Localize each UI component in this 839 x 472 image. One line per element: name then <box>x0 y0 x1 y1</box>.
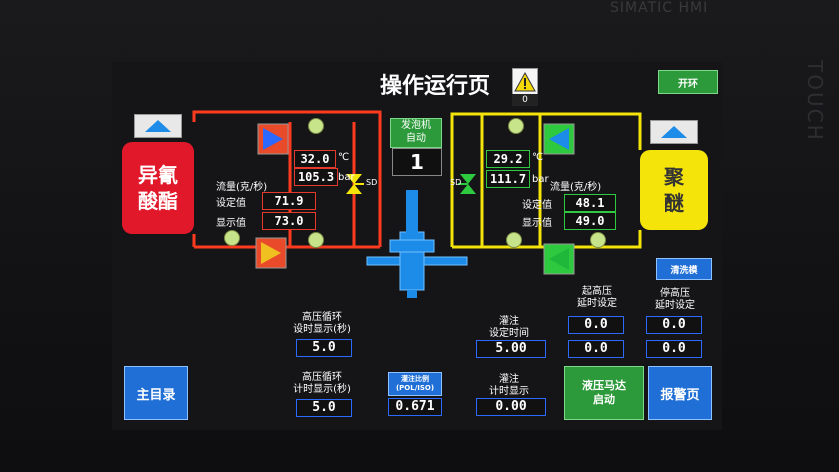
hydraulic-motor-start-button[interactable]: 液压马达 启动 <box>564 366 644 420</box>
iso-temperature-unit: ℃ <box>338 152 350 163</box>
iso-set-label: 设定值 <box>216 198 246 209</box>
iso-status-led-bottom-left <box>224 230 240 246</box>
pol-tank-up-button[interactable] <box>650 120 698 144</box>
warning-icon <box>514 71 536 92</box>
stop-hp-delay-label: 停高压 延时设定 <box>640 288 710 312</box>
start-hp-label-1: 起高压 <box>582 286 612 297</box>
pour-set-label-2: 设定时间 <box>489 328 529 339</box>
hydraulic-label-1: 液压马达 <box>582 379 626 392</box>
pour-ratio-button[interactable]: 灌注比例 (POL/ISO) <box>388 372 442 396</box>
stop-hp-label-1: 停高压 <box>660 288 690 299</box>
pol-set-value[interactable]: 48.1 <box>564 194 616 212</box>
iso-valve-tag: SD <box>366 178 378 187</box>
iso-status-led-top <box>308 118 324 134</box>
up-arrow-icon <box>145 120 171 132</box>
pol-temperature: 29.2 <box>486 150 530 168</box>
pol-display-value: 49.0 <box>564 212 616 230</box>
start-hp-delay-value-2[interactable]: 0.0 <box>568 340 624 358</box>
stop-hp-delay-value-2[interactable]: 0.0 <box>646 340 702 358</box>
iso-valve <box>346 174 364 194</box>
iso-pressure-unit: bar <box>338 172 355 183</box>
alarm-warning-button[interactable] <box>512 68 538 96</box>
pour-display-label: 灌注 计时显示 <box>474 374 544 398</box>
iso-tank-up-button[interactable] <box>134 114 182 138</box>
pol-status-led-top <box>508 118 524 134</box>
brand-label: SIMATIC HMI <box>610 0 709 16</box>
iso-pressure: 105.3 <box>294 168 338 186</box>
hp-cycle-timer-label-1: 高压循环 <box>302 372 342 383</box>
pour-display-label-1: 灌注 <box>499 374 519 385</box>
hp-cycle-timer-label-2: 计时显示(秒) <box>293 384 351 395</box>
pol-status-led-bottom-left <box>506 232 522 248</box>
page-title: 操作运行页 <box>380 74 491 99</box>
pour-ratio-value: 0.671 <box>388 398 442 416</box>
pol-pump-bottom <box>543 243 575 275</box>
touch-label: TOUCH <box>803 60 827 142</box>
pol-display-label: 显示值 <box>522 218 552 229</box>
pour-set-label-1: 灌注 <box>499 316 519 327</box>
alarm-count: 0 <box>512 94 538 106</box>
pour-set-value[interactable]: 5.00 <box>476 340 546 358</box>
mix-head <box>366 190 468 298</box>
pol-flow-title: 流量(克/秒) <box>550 182 602 193</box>
start-hp-label-2: 延时设定 <box>577 298 617 309</box>
alarm-page-button[interactable]: 报警页 <box>648 366 712 420</box>
iso-pump-top <box>257 123 289 155</box>
pour-ratio-label-1: 灌注比例 <box>401 375 429 383</box>
pour-display-value: 0.00 <box>476 398 546 416</box>
pol-valve-tag: SD <box>450 178 462 187</box>
start-hp-delay-value-1[interactable]: 0.0 <box>568 316 624 334</box>
hmi-screen: 操作运行页 0 开环 异氰酸酯 聚醚 发泡机 自动 1 32.0 ℃ 105.3… <box>112 62 722 430</box>
pour-display-label-2: 计时显示 <box>489 386 529 397</box>
hydraulic-label-2: 启动 <box>593 393 615 406</box>
hp-cycle-timer-value: 5.0 <box>296 399 352 417</box>
pol-set-label: 设定值 <box>522 200 552 211</box>
iso-set-value[interactable]: 71.9 <box>262 192 316 210</box>
start-hp-delay-label: 起高压 延时设定 <box>562 286 632 310</box>
pol-valve <box>458 174 476 194</box>
foam-machine-value: 1 <box>392 148 442 176</box>
main-menu-button[interactable]: 主目录 <box>124 366 188 420</box>
hp-cycle-set-label-2: 设时显示(秒) <box>293 324 351 335</box>
pol-status-led-bottom-right <box>590 232 606 248</box>
pol-temperature-unit: ℃ <box>532 152 544 163</box>
piping-diagram <box>192 110 642 298</box>
hp-cycle-set-label-1: 高压循环 <box>302 312 342 323</box>
iso-temperature: 32.0 <box>294 150 336 168</box>
pol-pressure-unit: bar <box>532 174 549 185</box>
open-loop-button[interactable]: 开环 <box>658 70 718 94</box>
pol-pressure: 111.7 <box>486 170 530 188</box>
iso-display-label: 显示值 <box>216 218 246 229</box>
iso-tank-label: 异氰酸酯 <box>138 163 178 213</box>
foam-machine-mode: 自动 <box>406 133 426 144</box>
iso-tank: 异氰酸酯 <box>122 142 194 234</box>
hp-cycle-set-value[interactable]: 5.0 <box>296 339 352 357</box>
pol-pump-top <box>543 123 575 155</box>
foam-machine-status: 发泡机 自动 <box>390 118 442 148</box>
iso-status-led-bottom-right <box>308 232 324 248</box>
pour-set-label: 灌注 设定时间 <box>474 316 544 340</box>
pol-tank-label: 聚醚 <box>664 165 684 215</box>
stop-hp-label-2: 延时设定 <box>655 300 695 311</box>
iso-display-value: 73.0 <box>262 212 316 230</box>
iso-pump-bottom <box>255 237 287 269</box>
clean-mold-button[interactable]: 清洗模 <box>656 258 712 280</box>
iso-flow-title: 流量(克/秒) <box>216 182 268 193</box>
stop-hp-delay-value-1[interactable]: 0.0 <box>646 316 702 334</box>
up-arrow-icon <box>661 126 687 138</box>
pour-ratio-label-2: (POL/ISO) <box>395 384 435 392</box>
pol-tank: 聚醚 <box>640 150 708 230</box>
hp-cycle-timer-label: 高压循环 计时显示(秒) <box>282 372 362 396</box>
foam-machine-label: 发泡机 <box>401 120 431 131</box>
hp-cycle-set-label: 高压循环 设时显示(秒) <box>282 312 362 336</box>
